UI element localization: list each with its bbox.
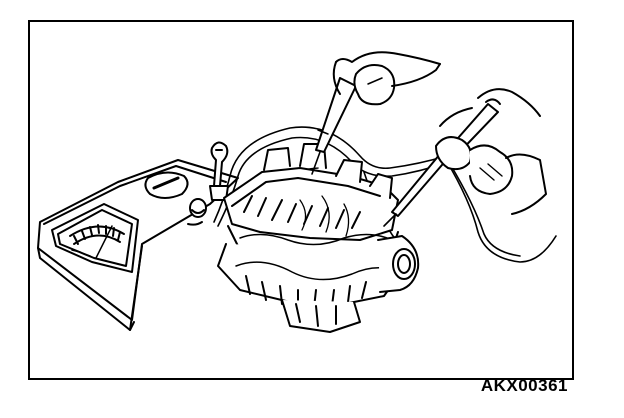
adjust-knob [190,199,206,217]
tested-component [218,144,418,332]
meter-dial [52,204,138,272]
range-switch [145,172,187,198]
ohmmeter [38,160,238,330]
hand-right [436,89,546,214]
figure-code: AKX00361 [480,376,568,395]
probe-left [312,78,356,174]
hand-left [334,52,440,104]
